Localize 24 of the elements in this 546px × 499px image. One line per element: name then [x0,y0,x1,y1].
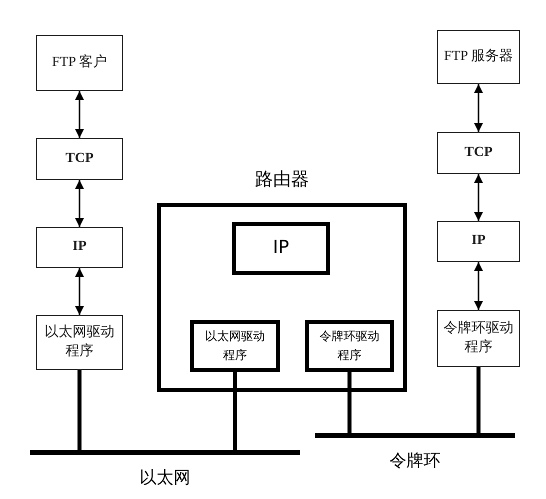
layer-box: TCP [437,132,520,174]
arrow [75,268,84,315]
router-heading: 路由器 [254,168,310,191]
layer-box: TCP [36,138,123,180]
layer-box: 令牌环驱动程序 [437,310,520,367]
layer-box: IP [36,227,123,268]
layer-box: IP [232,222,330,275]
connector-line [348,372,352,433]
arrow [75,180,84,227]
layer-box: 令牌环驱动程序 [305,320,394,372]
layer-box: IP [437,221,520,262]
layer-box: FTP 服务器 [437,30,520,84]
layer-box: FTP 客户 [36,35,123,91]
arrow [474,84,483,132]
layer-box: 以太网驱动程序 [190,320,280,372]
connector-line [476,367,480,433]
arrow [474,174,483,221]
network-label: 以太网 [138,467,192,489]
connector-line [78,370,82,450]
layer-box: 以太网驱动程序 [36,315,123,370]
network-label: 令牌环 [388,450,442,472]
arrow [75,91,84,138]
connector-line [233,372,237,450]
arrow [474,262,483,310]
